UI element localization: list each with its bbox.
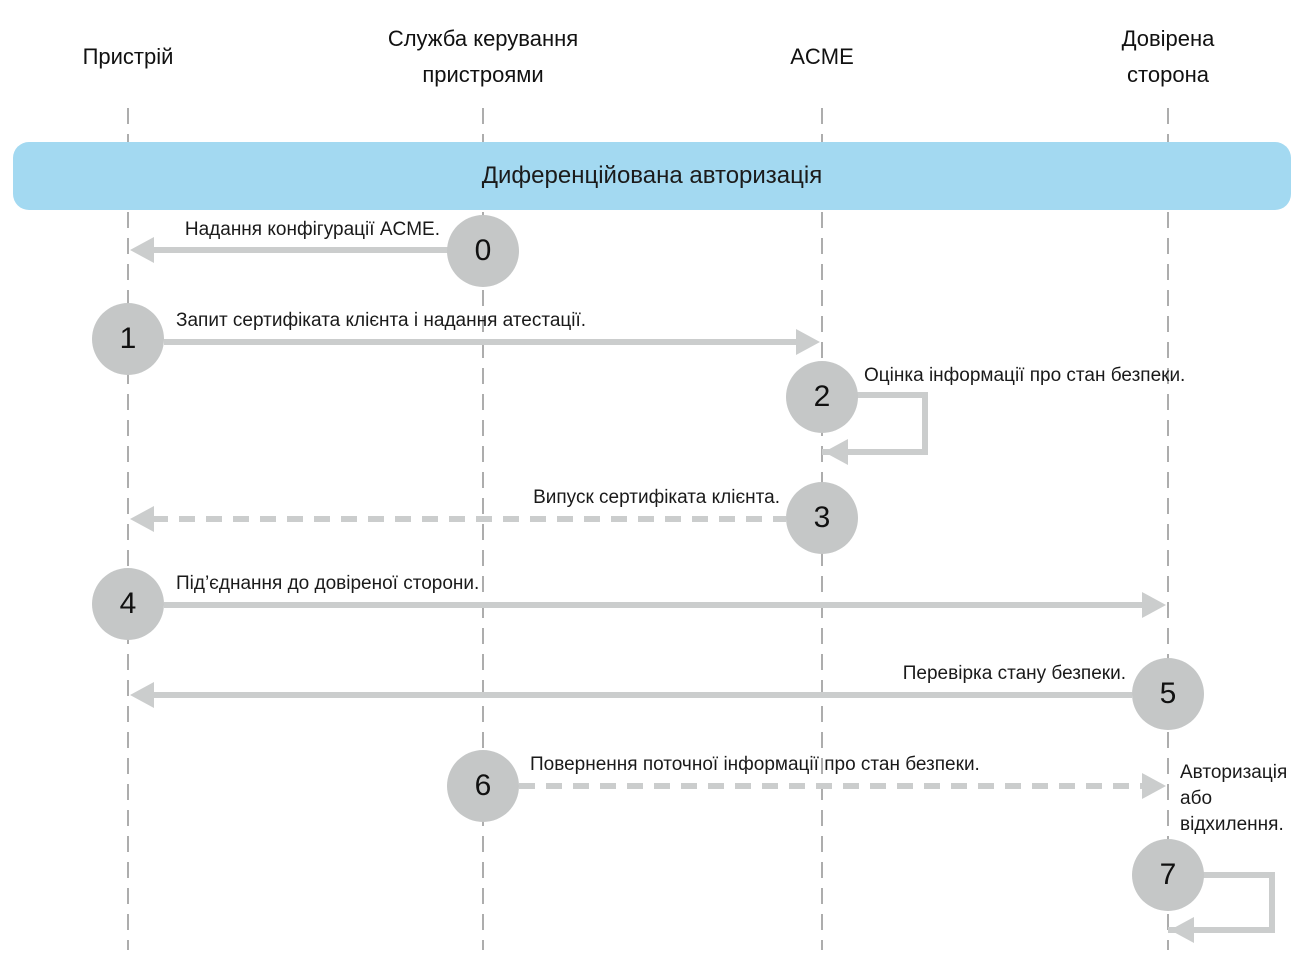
step-4-arrow xyxy=(164,602,1144,608)
step-6-label: Повернення поточної інформації про стан … xyxy=(530,754,980,775)
step-5-badge: 5 xyxy=(1132,658,1204,730)
step-7-arrowhead xyxy=(1170,917,1194,943)
step-6-badge: 6 xyxy=(447,750,519,822)
diagram-title: Диференційована авторизація xyxy=(481,162,823,189)
step-7-badge: 7 xyxy=(1132,839,1204,911)
step-6-arrowhead xyxy=(1142,773,1166,799)
step-0-arrowhead xyxy=(130,237,154,263)
step-1-arrow xyxy=(164,339,798,345)
step-5-label: Перевірка стану безпеки. xyxy=(902,663,1126,684)
step-3-badge: 3 xyxy=(786,482,858,554)
actor-acme: ACME xyxy=(790,44,854,69)
step-3-arrowhead xyxy=(130,506,154,532)
step-4-arrowhead xyxy=(1142,592,1166,618)
diagram-title-banner: Диференційована авторизація xyxy=(13,142,1291,210)
step-3-arrow xyxy=(152,516,786,522)
step-1-label: Запит сертифіката клієнта і надання атес… xyxy=(176,310,587,331)
lifeline-device xyxy=(127,108,129,950)
step-1-badge: 1 xyxy=(92,303,164,375)
lifeline-relying-party xyxy=(1167,108,1169,950)
step-0-badge: 0 xyxy=(447,215,519,287)
step-1-arrowhead xyxy=(796,329,820,355)
actor-mdm-service: Служба керування пристроями xyxy=(387,26,579,87)
step-2-badge: 2 xyxy=(786,361,858,433)
step-2-self-loop xyxy=(822,392,928,455)
step-5-arrow xyxy=(152,692,1132,698)
actor-device: Пристрій xyxy=(82,44,174,69)
step-6-arrow xyxy=(519,783,1144,789)
step-4-badge: 4 xyxy=(92,568,164,640)
actor-relying-party: Довірена сторона xyxy=(1121,26,1215,87)
step-7-self-loop xyxy=(1168,872,1275,933)
step-3-label: Випуск сертифіката клієнта. xyxy=(533,487,780,508)
step-7-label: Авторизація або відхилення. xyxy=(1180,762,1288,835)
lifeline-mdm-service xyxy=(482,108,484,950)
step-4-label: Під’єднання до довіреної сторони. xyxy=(176,573,480,594)
step-2-label: Оцінка інформації про стан безпеки. xyxy=(864,365,1186,386)
step-2-arrowhead xyxy=(824,439,848,465)
step-5-arrowhead xyxy=(130,682,154,708)
step-0-arrow xyxy=(152,247,448,253)
step-0-label: Надання конфігурації ACME. xyxy=(184,219,440,240)
